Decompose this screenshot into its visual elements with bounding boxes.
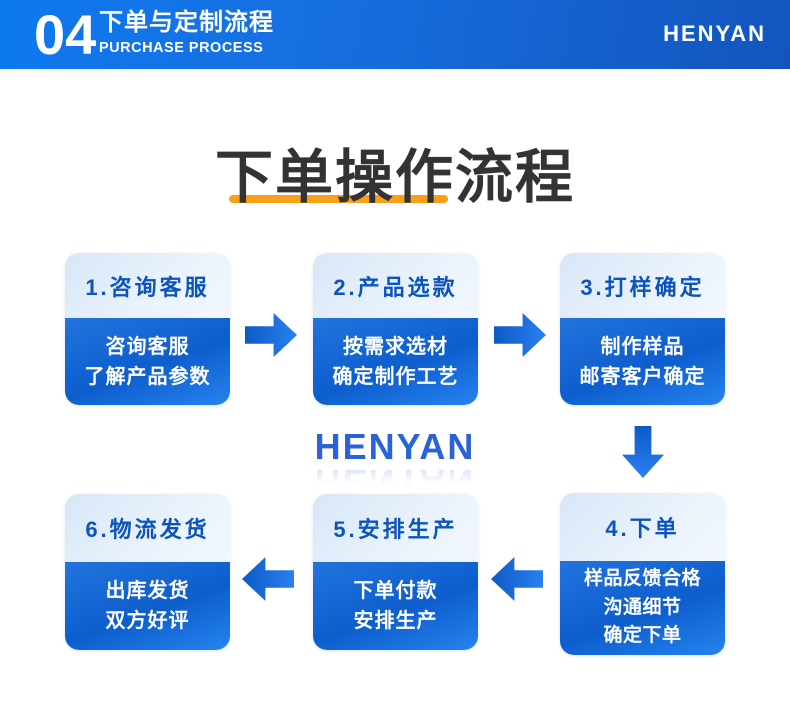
brand-logo: HENYAN — [663, 21, 766, 46]
step-line: 出库发货 — [105, 580, 190, 602]
step-5-label: 5.安排生产 — [313, 494, 478, 562]
arrow-left-icon — [242, 557, 294, 601]
step-line: 沟通细节 — [603, 596, 682, 618]
step-card-5: 5.安排生产 下单付款 安排生产 — [313, 494, 478, 650]
title-underline — [229, 195, 448, 203]
step-line: 确定下单 — [603, 625, 682, 647]
header-bar: 04 下单与定制流程 PURCHASE PROCESS HENYAN — [0, 0, 790, 69]
step-line: 邮寄客户确定 — [579, 365, 706, 388]
step-line: 下单付款 — [353, 580, 438, 602]
step-line: 制作样品 — [600, 335, 685, 358]
step-1-label: 1.咨询客服 — [65, 253, 230, 318]
arrow-right-icon — [245, 313, 297, 357]
step-6-body: 出库发货 双方好评 — [65, 562, 230, 650]
step-1-body: 咨询客服 了解产品参数 — [65, 318, 230, 405]
step-line: 安排生产 — [353, 610, 438, 632]
section-subtitle: PURCHASE PROCESS — [99, 40, 264, 56]
step-3-body: 制作样品 邮寄客户确定 — [560, 318, 725, 405]
arrow-left-icon — [491, 557, 543, 601]
step-5-body: 下单付款 安排生产 — [313, 562, 478, 650]
section-number: 04 — [34, 3, 97, 66]
step-card-3: 3.打样确定 制作样品 邮寄客户确定 — [560, 253, 725, 405]
step-line: 双方好评 — [105, 610, 190, 632]
arrow-right-icon — [494, 313, 546, 357]
step-card-1: 1.咨询客服 咨询客服 了解产品参数 — [65, 253, 230, 405]
step-card-2: 2.产品选款 按需求选材 确定制作工艺 — [313, 253, 478, 405]
section-title: 下单与定制流程 — [99, 9, 274, 36]
step-2-body: 按需求选材 确定制作工艺 — [313, 318, 478, 405]
page-title: 下单操作流程 — [214, 145, 575, 210]
watermark-logo: HENYAN — [314, 426, 476, 467]
step-2-label: 2.产品选款 — [313, 253, 478, 318]
step-line: 了解产品参数 — [84, 365, 211, 388]
step-card-4: 4.下单 样品反馈合格 沟通细节 确定下单 — [560, 493, 725, 655]
step-card-6: 6.物流发货 出库发货 双方好评 — [65, 494, 230, 650]
step-line: 按需求选材 — [343, 335, 448, 358]
step-line: 咨询客服 — [105, 335, 190, 358]
step-line: 样品反馈合格 — [583, 568, 701, 590]
step-6-label: 6.物流发货 — [65, 494, 230, 562]
header-titles: 下单与定制流程 PURCHASE PROCESS — [99, 9, 274, 57]
step-4-label: 4.下单 — [560, 493, 725, 561]
step-3-label: 3.打样确定 — [560, 253, 725, 318]
step-line: 确定制作工艺 — [332, 365, 459, 388]
step-4-body: 样品反馈合格 沟通细节 确定下单 — [560, 561, 725, 655]
